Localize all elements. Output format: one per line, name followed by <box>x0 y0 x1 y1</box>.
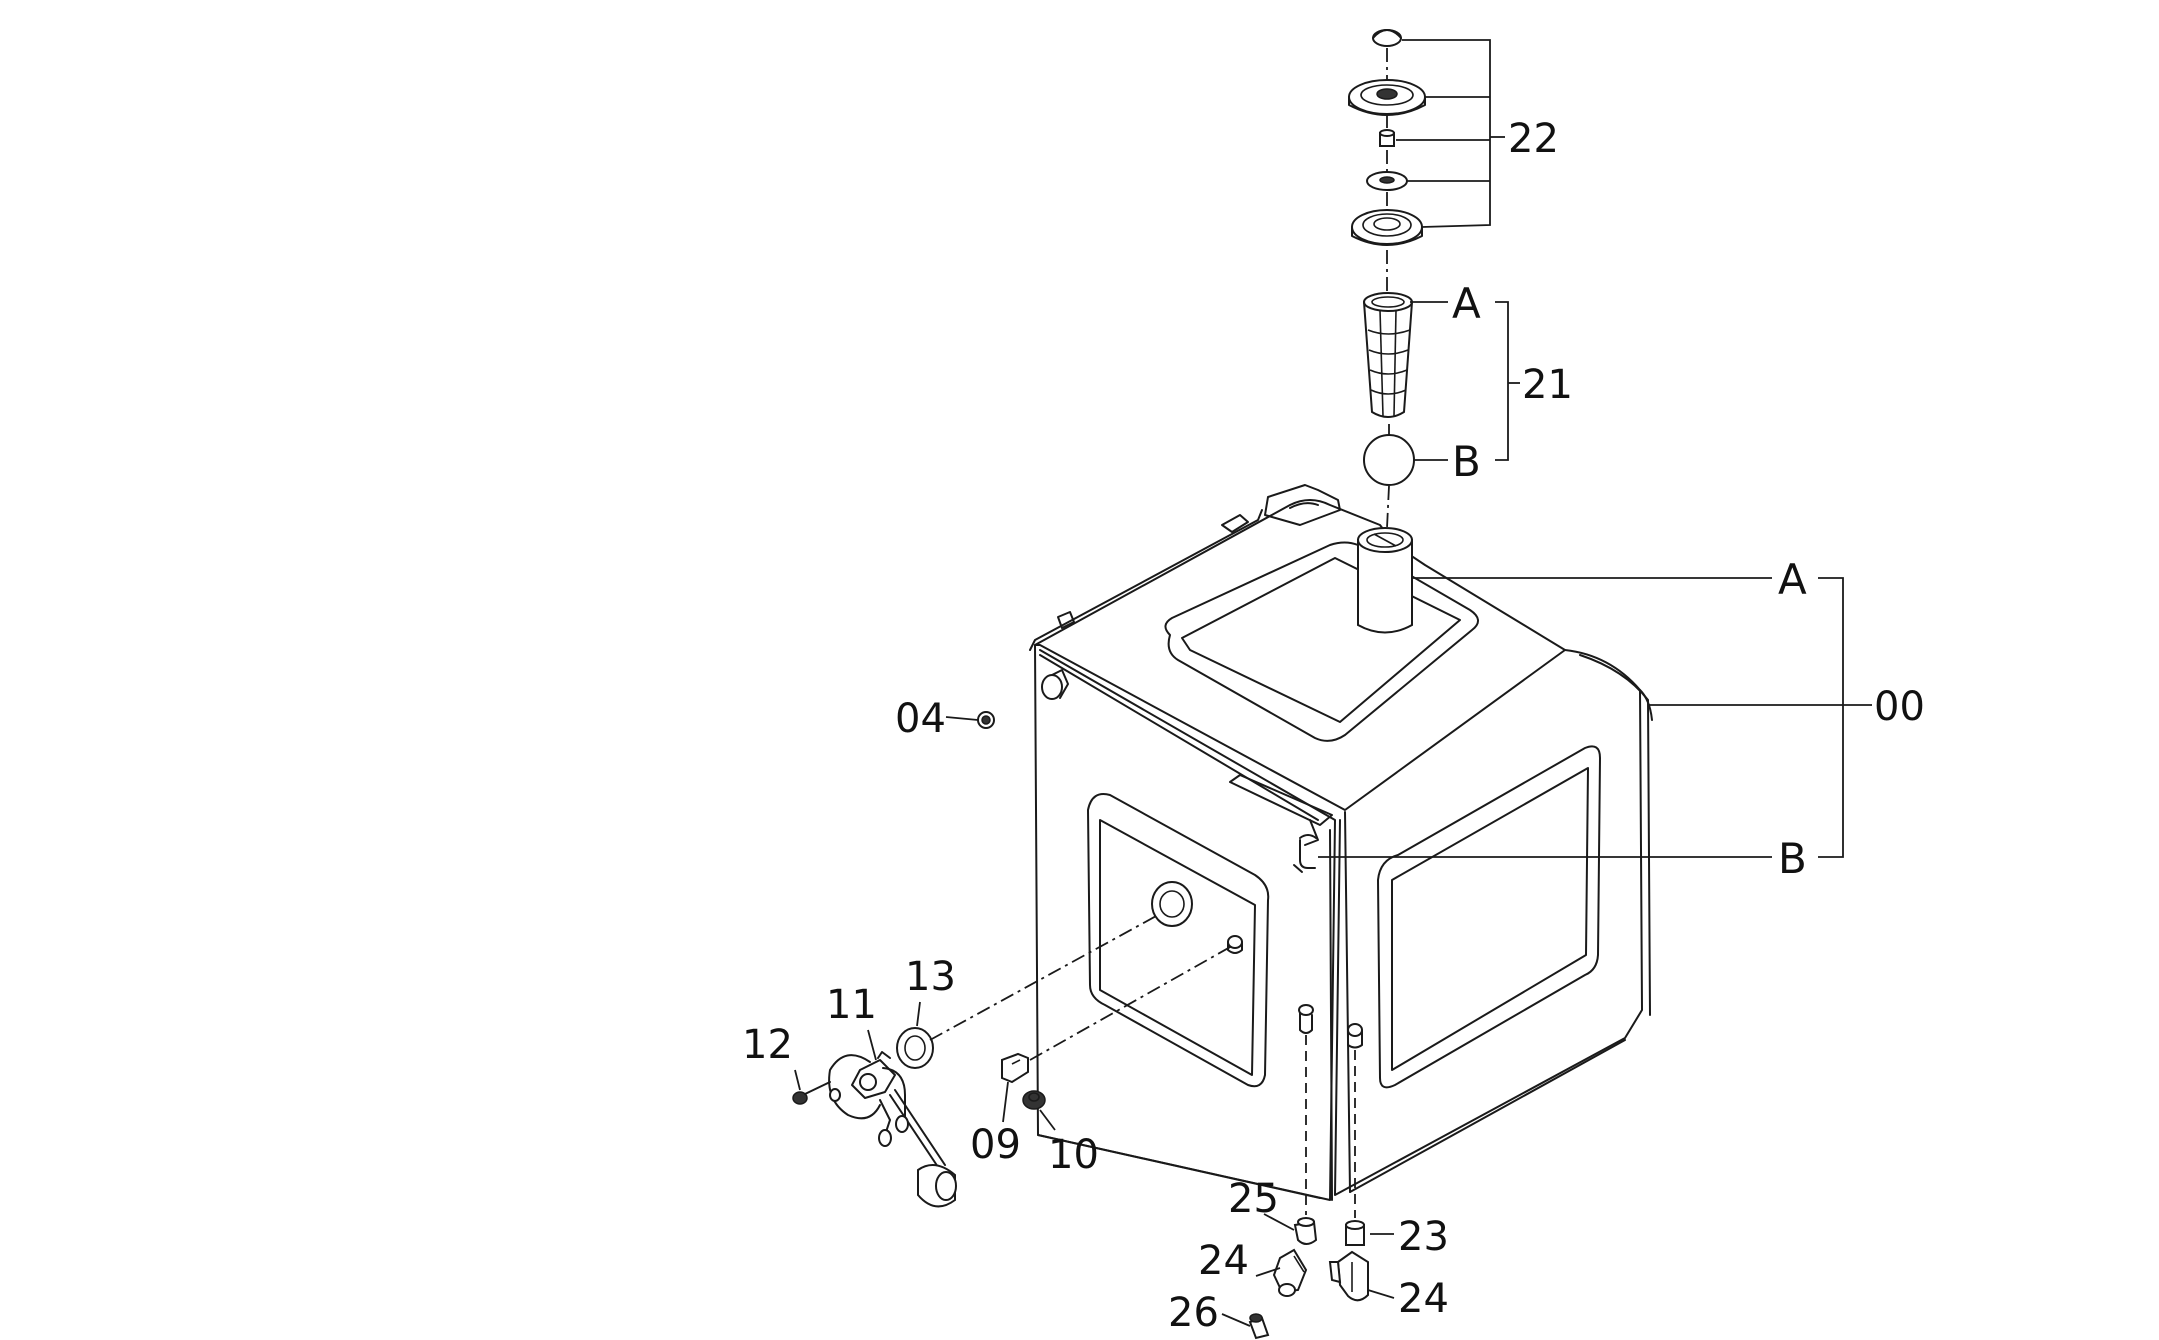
nipple-23 <box>1345 1220 1365 1246</box>
ref-b-strainer: B <box>1452 437 1481 486</box>
callout-13: 13 <box>905 954 956 1000</box>
callout-26: 26 <box>1168 1290 1219 1336</box>
valve-24-right <box>1328 1250 1369 1302</box>
callout-00: 00 <box>1874 684 1925 730</box>
boss-04 <box>1041 669 1069 700</box>
callout-22: 22 <box>1508 116 1559 162</box>
fuel-sender-11 <box>828 1051 957 1208</box>
fuel-tank-body <box>1029 484 1653 1201</box>
screw-12 <box>792 1081 831 1105</box>
valve-24-left <box>1272 1248 1308 1297</box>
callout-25: 25 <box>1228 1176 1279 1222</box>
elbow-25 <box>1293 1217 1318 1245</box>
ref-b-tank: B <box>1778 834 1807 883</box>
nut-04 <box>977 711 995 729</box>
callout-04: 04 <box>895 696 946 742</box>
callout-11: 11 <box>826 982 877 1028</box>
bottom-fittings <box>1298 1004 1363 1049</box>
callout-23: 23 <box>1398 1214 1449 1260</box>
callout-24-right: 24 <box>1398 1276 1449 1322</box>
ref-a-strainer: A <box>1452 279 1481 328</box>
callout-21: 21 <box>1522 362 1573 408</box>
gasket-13 <box>896 1027 934 1069</box>
filler-cap-assembly-22 <box>1348 29 1426 246</box>
plug-26 <box>1248 1313 1270 1340</box>
ref-a-tank: A <box>1778 555 1807 604</box>
filler-neck <box>1357 527 1413 634</box>
callout-10: 10 <box>1048 1132 1099 1178</box>
bolt-10 <box>1022 1090 1046 1110</box>
callout-09: 09 <box>970 1122 1021 1168</box>
bracket-09 <box>1001 1052 1029 1084</box>
sender-mount <box>1151 881 1243 954</box>
strainer-21 <box>1363 292 1415 486</box>
callout-24-left: 24 <box>1198 1238 1249 1284</box>
callout-12: 12 <box>742 1022 793 1068</box>
